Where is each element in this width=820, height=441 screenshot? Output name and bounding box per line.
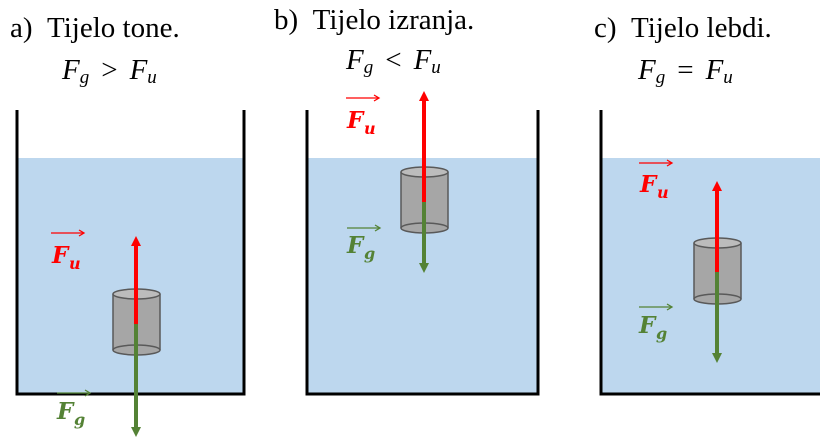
svg-text:u: u — [364, 119, 376, 138]
panel-b-caption: b) Tijelo izranja. — [274, 6, 474, 35]
svg-text:g: g — [74, 410, 85, 429]
panel-c-label-fg: F g — [638, 303, 674, 343]
panel-a-container — [15, 110, 246, 396]
svg-text:F: F — [638, 312, 657, 339]
panel-b-letter: b) — [274, 4, 299, 36]
svg-text:F: F — [56, 398, 75, 425]
svg-text:g: g — [364, 244, 375, 263]
panel-b-container — [305, 110, 540, 396]
panel-b-label-fu: F u — [346, 94, 381, 138]
panel-a-caption-text: Tijelo tone. — [47, 12, 180, 44]
panel-a-label-fu: F u — [51, 229, 86, 273]
panel-c-equation: Fg=Fu — [638, 54, 733, 88]
panel-b: F u F g — [305, 91, 540, 396]
panel-c-letter: c) — [594, 12, 617, 44]
svg-text:F: F — [346, 232, 365, 259]
svg-text:u: u — [69, 254, 81, 273]
panel-c-container — [599, 110, 820, 396]
panel-a-letter: a) — [10, 12, 33, 44]
panel-a-label-fg: F g — [56, 389, 92, 429]
panel-b-equation: Fg<Fu — [346, 44, 441, 78]
panel-b-label-fg: F g — [346, 224, 382, 263]
panel-c-label-fu: F u — [639, 159, 674, 202]
svg-text:g: g — [656, 324, 667, 343]
panel-c-caption-text: Tijelo lebdi. — [631, 12, 772, 44]
panel-b-caption-text: Tijelo izranja. — [312, 4, 475, 36]
panel-a-caption: a) Tijelo tone. — [10, 14, 180, 43]
panel-c: F u F g — [599, 110, 820, 396]
panel-a-water — [17, 158, 244, 394]
svg-text:F: F — [639, 171, 658, 198]
svg-text:F: F — [51, 242, 70, 269]
svg-text:u: u — [657, 183, 669, 202]
panel-a-equation: Fg>Fu — [62, 54, 157, 88]
panel-c-caption: c) Tijelo lebdi. — [594, 14, 772, 43]
svg-text:F: F — [346, 107, 365, 134]
panel-a: F u F g — [15, 110, 246, 437]
